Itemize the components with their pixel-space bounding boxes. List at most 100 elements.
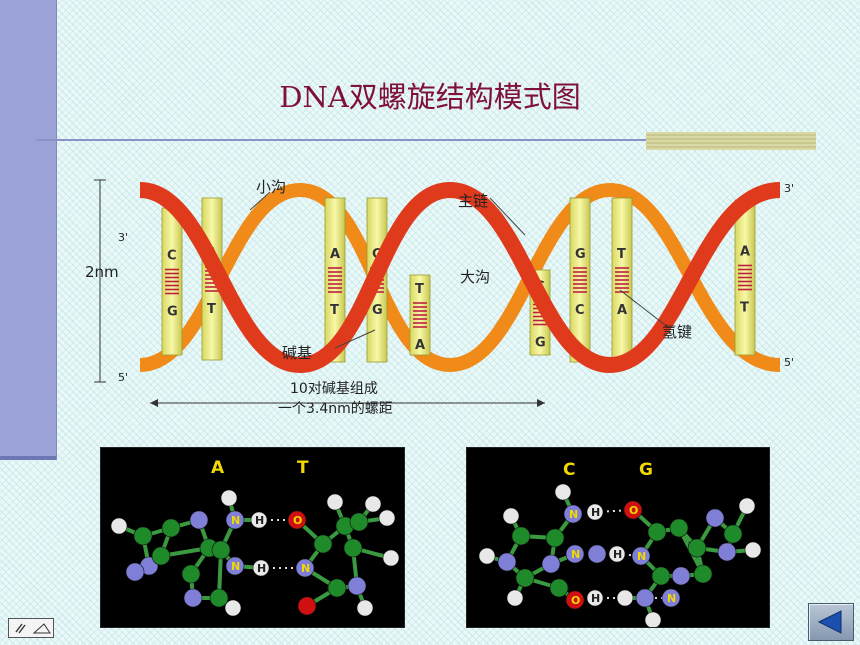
base-label: 碱基	[282, 344, 312, 362]
main-chain-label: 主链	[458, 192, 488, 210]
molecule-atom	[295, 558, 315, 578]
molecule-atom	[224, 599, 242, 617]
atom-label: N	[231, 560, 240, 573]
molecule-atom	[647, 522, 667, 542]
atom-label: N	[569, 508, 578, 521]
atom-label: N	[571, 548, 580, 561]
molecule-atom	[723, 524, 743, 544]
hydrogen-bond-label: 氢键	[662, 323, 692, 341]
molecule-hydrogen-bond	[616, 553, 642, 557]
molecule-atom	[110, 517, 128, 535]
atom-label: H	[591, 506, 600, 519]
base-top-letter: G	[575, 247, 586, 262]
atom-label: N	[231, 514, 240, 527]
page-title: DNA双螺旋结构模式图	[279, 80, 581, 114]
molecule-atom	[511, 526, 531, 546]
molecule-atom	[506, 589, 524, 607]
molecule-atom	[549, 578, 569, 598]
molecule-atom	[651, 566, 671, 586]
molecule-atom	[209, 588, 229, 608]
molecule-atom	[586, 589, 604, 607]
molecule-atom	[225, 556, 245, 576]
title-rule	[36, 139, 648, 141]
molecule-atom	[671, 566, 691, 586]
atom-label: N	[637, 550, 646, 563]
molecule-atom	[669, 518, 689, 538]
molecule-atom	[502, 507, 520, 525]
cg-label-c: C	[563, 460, 576, 480]
molecule-atom	[616, 589, 634, 607]
molecule-atom	[738, 497, 756, 515]
end-5-left: 5'	[118, 371, 128, 384]
major-groove-label: 大沟	[460, 268, 490, 286]
end-3-left: 3'	[118, 231, 128, 244]
base-top-letter: A	[740, 245, 750, 260]
molecule-atom	[705, 508, 725, 528]
molecule-atom	[161, 518, 181, 538]
molecule-atom	[151, 546, 171, 566]
molecule-atom	[635, 588, 655, 608]
at-label-t: T	[297, 458, 309, 478]
molecule-atom	[297, 596, 317, 616]
molecule-atom	[250, 511, 268, 529]
molecule-atom	[189, 510, 209, 530]
base-bottom-letter: G	[535, 336, 546, 351]
molecule-atom	[225, 510, 245, 530]
molecule-atom	[125, 562, 145, 582]
minor-groove-label: 小沟	[256, 178, 286, 196]
molecule-atom	[565, 590, 585, 610]
molecule-atom	[356, 599, 374, 617]
base-top-letter: A	[330, 247, 340, 262]
molecule-atom	[541, 554, 561, 574]
prev-slide-button[interactable]	[808, 603, 854, 641]
pitch-label-line1: 10对碱基组成	[290, 380, 378, 397]
molecule-atom	[587, 544, 607, 564]
molecule-atom	[565, 544, 585, 564]
base-bottom-letter: C	[575, 303, 585, 318]
molecule-atom	[631, 546, 651, 566]
base-top-letter: T	[617, 247, 626, 262]
molecule-atom	[661, 588, 681, 608]
molecule-atom	[515, 568, 535, 588]
molecule-atom	[133, 526, 153, 546]
atom-label: H	[591, 592, 600, 605]
base-bottom-letter: A	[415, 338, 425, 353]
molecule-atom	[478, 547, 496, 565]
base-bottom-letter: A	[617, 303, 627, 318]
base-bottom-letter: T	[740, 301, 749, 316]
molecule-atom	[545, 528, 565, 548]
molecule-atom	[220, 489, 238, 507]
base-top-letter: C	[372, 247, 382, 262]
molecule-atom	[687, 538, 707, 558]
molecule-atom	[252, 559, 270, 577]
molecule-atom	[183, 588, 203, 608]
molecule-atom	[364, 495, 382, 513]
base-bottom-letter: T	[330, 303, 339, 318]
molecule-atom	[586, 503, 604, 521]
atom-label: O	[629, 504, 638, 517]
molecule-atom	[349, 512, 369, 532]
base-bottom-letter: T	[207, 302, 216, 317]
molecule-atom	[693, 564, 713, 584]
atom-label: H	[613, 548, 622, 561]
pen-icon[interactable]	[8, 618, 54, 638]
atom-label: N	[301, 562, 310, 575]
molecule-atom	[608, 545, 626, 563]
molecule-atom	[563, 504, 583, 524]
title-rule-accent	[646, 132, 816, 150]
molecule-atom	[717, 542, 737, 562]
molecule-atom	[347, 576, 367, 596]
atom-label: O	[293, 514, 302, 527]
helix-strand-back	[139, 182, 781, 373]
molecule-atom	[313, 534, 333, 554]
helix-strand-front	[139, 181, 781, 374]
atom-label: H	[257, 562, 266, 575]
molecule-atom	[181, 564, 201, 584]
molecule-atom	[744, 541, 762, 559]
width-label: 2nm	[85, 263, 119, 281]
